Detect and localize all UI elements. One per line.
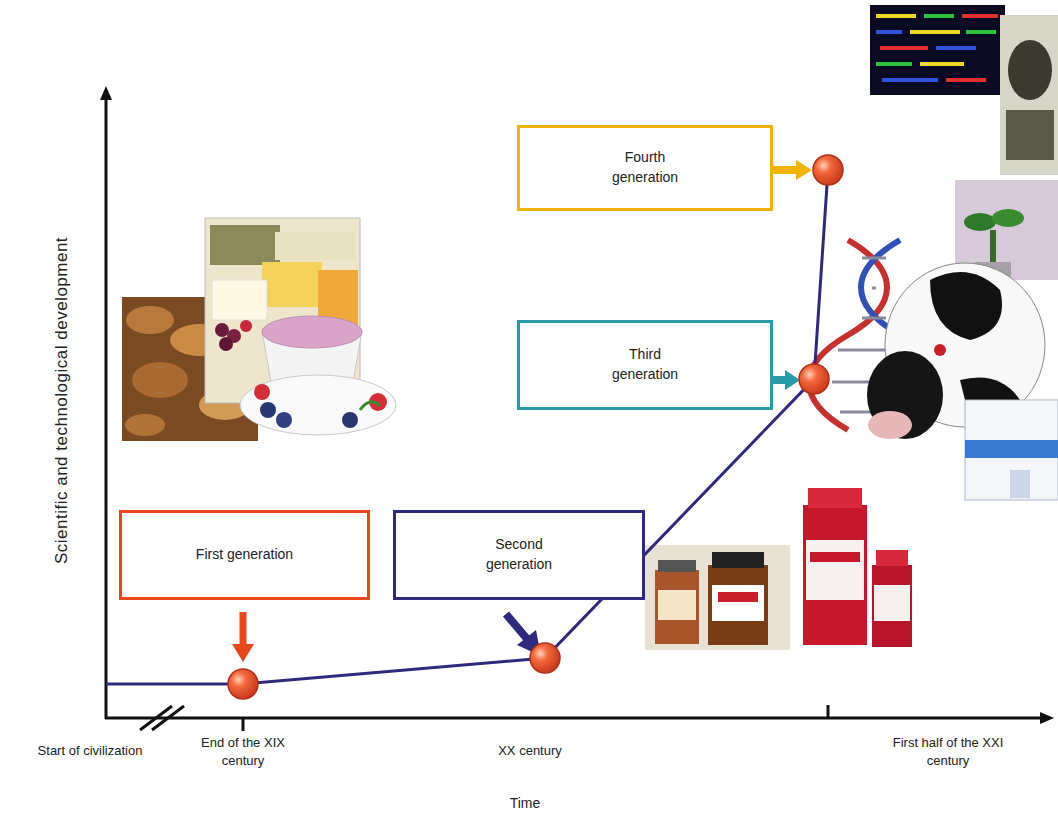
generation-box: First generation [119, 510, 370, 600]
generation-box: Fourth generation [517, 125, 773, 211]
food-picture [122, 218, 396, 441]
generation-box: Third generation [517, 320, 773, 410]
axis-tick-label: XX century [470, 742, 590, 760]
box-title: Fourth generation [595, 148, 695, 187]
axis-title: Time [475, 794, 575, 813]
biotech-picture [809, 5, 1058, 500]
axes [100, 86, 1054, 731]
generation-box: Second generation [393, 510, 645, 600]
box-title: Second generation [469, 535, 569, 574]
box-title: First generation [196, 545, 293, 565]
box-title: Third generation [595, 345, 695, 384]
development-curve [106, 170, 828, 684]
axis-title: Scientific and technological development [51, 150, 74, 650]
milestone-dots [228, 155, 843, 699]
axis-tick-label: First half of the XXI century [878, 734, 1018, 769]
axis-tick-label: End of the XIX century [183, 734, 303, 769]
axis-tick-label: Start of civilization [6, 742, 174, 760]
